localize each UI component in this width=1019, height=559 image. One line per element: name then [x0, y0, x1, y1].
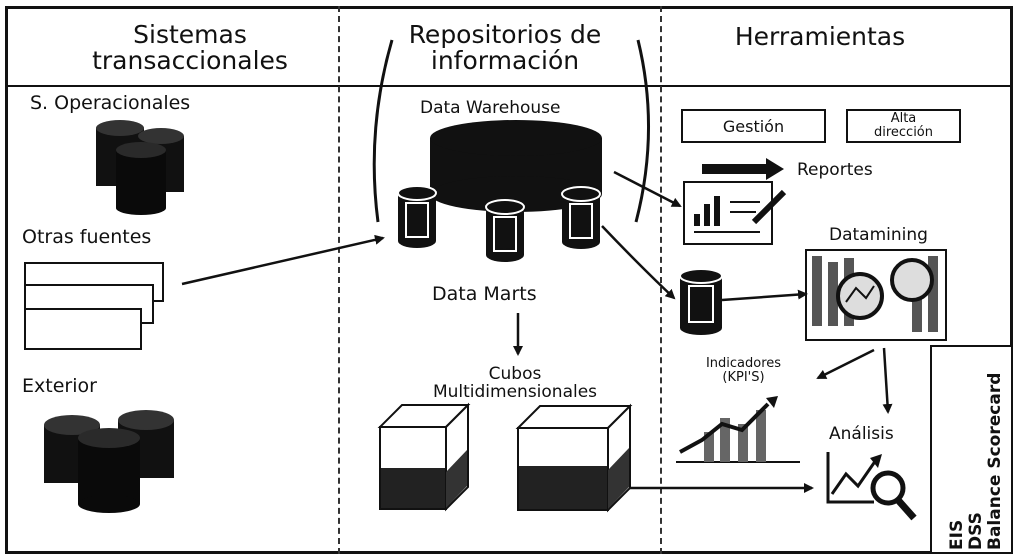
data-mart-icon	[397, 185, 437, 248]
strategic-tools-box	[930, 345, 1013, 554]
reports-icon	[683, 158, 787, 245]
label-datamining: Datamining	[829, 225, 928, 245]
data-warehouse-icon	[430, 120, 602, 212]
data-mart-icon	[679, 268, 723, 335]
box-top-management-label: Alta dirección	[873, 111, 934, 140]
analysis-icon	[826, 452, 917, 521]
data-mart-icon	[485, 199, 525, 262]
header-tools: Herramientas	[734, 22, 906, 51]
label-external: Exterior	[22, 375, 97, 397]
label-indicators: Indicadores (KPI'S)	[705, 356, 782, 385]
label-data-warehouse: Data Warehouse	[420, 98, 561, 118]
cube-icon	[515, 403, 633, 513]
arrow-datamining-to-indicators	[816, 348, 875, 380]
external-databases-icon	[44, 410, 174, 513]
arrow-mart-to-datamining	[721, 289, 808, 302]
column-divider-2	[660, 6, 662, 554]
label-data-marts: Data Marts	[432, 283, 537, 305]
label-operational-systems: S. Operacionales	[30, 92, 191, 114]
operational-databases-icon	[96, 120, 184, 215]
indicators-icon	[676, 396, 800, 463]
datamining-icon	[805, 249, 947, 341]
label-analysis: Análisis	[829, 424, 894, 444]
header-divider	[5, 85, 1013, 87]
column-divider-1	[338, 6, 340, 554]
diagram-frame	[5, 6, 1013, 554]
header-information-repositories: Repositorios de información	[408, 20, 602, 76]
arrow-warehouse-to-reports	[613, 170, 682, 208]
label-other-sources: Otras fuentes	[22, 226, 152, 248]
box-management: Gestión	[681, 109, 826, 143]
label-reports: Reportes	[797, 160, 873, 180]
label-multidimensional-cubes: Cubos Multidimensionales	[432, 364, 598, 402]
arrow-sources-to-warehouse	[181, 234, 385, 286]
arrow-datamining-to-analysis	[882, 347, 893, 414]
arrow-mart-to-tools-mart	[601, 225, 676, 300]
data-mart-icon	[561, 186, 601, 249]
cube-icon	[377, 402, 471, 512]
left-bracket	[372, 39, 394, 223]
header-transactional-systems: Sistemas transaccionales	[92, 20, 288, 76]
box-top-management: Alta dirección	[846, 109, 961, 143]
right-bracket	[634, 39, 650, 223]
document-stack-sheet-3	[24, 308, 142, 350]
box-management-label: Gestión	[722, 116, 785, 136]
